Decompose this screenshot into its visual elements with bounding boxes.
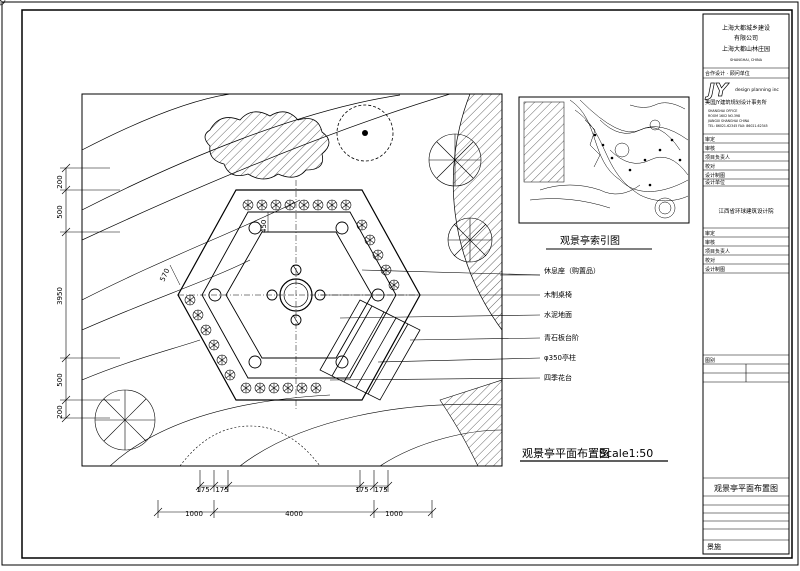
dim-inner-570: 570 — [159, 267, 172, 283]
approval-2-2: 项目负责人 — [705, 248, 730, 255]
firm-addr-2: ROOM 1602 NO.398 — [708, 114, 740, 118]
client-line-2: 有限公司 — [734, 34, 758, 42]
design-unit-name: 江西省环球建筑设计院 — [718, 207, 774, 215]
index-map: 观景亭索引图 — [518, 96, 690, 250]
client-line-3: 上海大都山林庄园 — [722, 45, 770, 53]
approval-2-0: 审定 — [705, 230, 715, 237]
firm-addr-4: TEL: 86021-62345 FAX: 86021-62345 — [707, 124, 768, 128]
callout-wood-table: 木制桌椅 — [544, 290, 572, 299]
drawing-title-block: 观景亭平面布置图 — [714, 483, 778, 493]
title-block — [702, 13, 790, 555]
approval-1-3: 校对 — [705, 163, 715, 170]
collab-label: 合作设计 · 顾问单位 — [705, 70, 750, 77]
approval-1-4: 设计制图 — [705, 172, 725, 179]
callout-rest-seat: 休息座（购置品） — [544, 266, 600, 275]
plan-site-lines — [82, 94, 502, 466]
plan-scale: Scale1:50 — [599, 447, 653, 460]
firm-name: 美国JY建筑规划设计事务所 — [705, 98, 767, 106]
dim-bottom-175-b: 175 — [215, 486, 228, 494]
firm-addr-1: SHANGHAI OFFICE — [708, 109, 737, 113]
client-small: SHANGHAI, CHINA — [730, 58, 763, 62]
left-dimension-chain — [60, 163, 120, 423]
dim-bottom-175-a: 175 — [196, 486, 209, 494]
callout-column: φ350亭柱 — [544, 353, 576, 362]
project-label: 图别 — [705, 357, 715, 364]
dim-bottom-1000-left: 1000 — [185, 510, 203, 518]
dim-bottom-175-c: 175 — [355, 486, 368, 494]
firm-logo-sub: design planning inc — [735, 87, 779, 93]
approval-1-1: 审核 — [705, 145, 715, 152]
plan-title: 观景亭平面布置图 — [522, 446, 610, 460]
bottom-dimension-chain — [153, 470, 437, 518]
dim-left-500-top: 500 — [56, 205, 64, 218]
client-line-1: 上海大都城乡建设 — [722, 24, 770, 32]
plan-drawing: 200 500 3950 500 200 450 570 175 175 175… — [0, 0, 668, 518]
approval-2-3: 校对 — [705, 257, 715, 264]
approval-1-2: 项目负责人 — [705, 154, 730, 161]
dim-bottom-1000-right: 1000 — [385, 510, 403, 518]
dim-bottom-4000: 4000 — [285, 510, 303, 518]
flower-planters — [0, 0, 400, 394]
drawing-code: 景施 — [707, 542, 721, 551]
dim-bottom-175-d: 175 — [374, 486, 387, 494]
dim-left-200-bottom: 200 — [56, 405, 64, 418]
callout-flower-bed: 四季花台 — [544, 373, 572, 382]
index-map-title: 观景亭索引图 — [560, 234, 620, 247]
firm-addr-3: JIANGXI SHANGHAI CHINA — [707, 119, 750, 123]
dim-inner-450: 450 — [260, 220, 268, 233]
callout-stone-steps: 青石板台阶 — [544, 333, 579, 342]
approval-2-1: 审核 — [705, 239, 715, 246]
dim-left-3950: 3950 — [56, 287, 64, 305]
firm-logo: JY — [705, 80, 730, 101]
approval-2-4: 设计制图 — [705, 266, 725, 273]
dim-left-500-bottom: 500 — [56, 373, 64, 386]
design-unit-label: 设计单位 — [705, 179, 725, 186]
inner-frame — [21, 9, 793, 559]
dim-left-200-top: 200 — [56, 175, 64, 188]
callout-leaders — [320, 269, 541, 381]
approval-1-0: 审定 — [705, 136, 715, 143]
callout-cement-floor: 水泥地面 — [544, 310, 572, 319]
